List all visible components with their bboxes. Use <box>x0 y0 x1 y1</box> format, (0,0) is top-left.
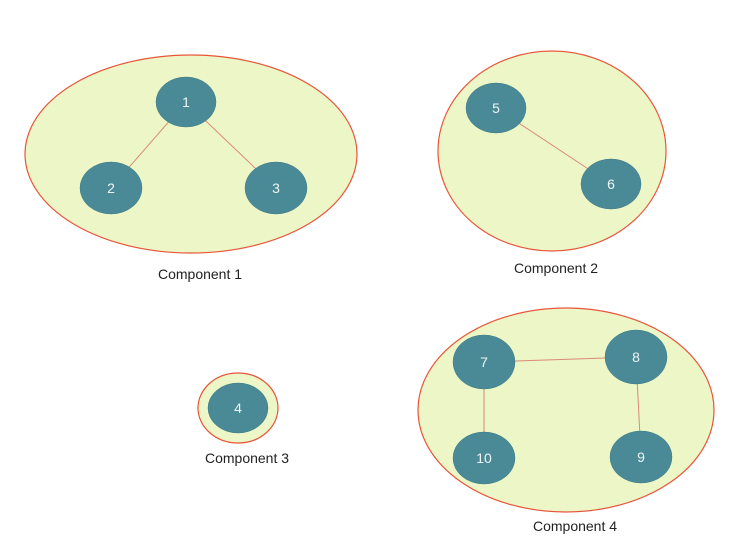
component-2-region <box>437 50 667 252</box>
component-3: 4 Component 3 <box>197 372 289 466</box>
node-1-label: 1 <box>182 94 190 110</box>
node-5-label: 5 <box>492 100 500 116</box>
node-3: 3 <box>244 161 308 215</box>
node-3-label: 3 <box>272 180 280 196</box>
node-7: 7 <box>452 334 516 390</box>
node-9-label: 9 <box>637 449 645 465</box>
node-10-label: 10 <box>476 450 492 466</box>
node-6: 6 <box>580 158 642 210</box>
node-6-label: 6 <box>607 176 615 192</box>
node-2: 2 <box>79 161 143 215</box>
node-4: 4 <box>207 382 269 434</box>
component-1-label: Component 1 <box>158 266 242 282</box>
node-1: 1 <box>155 76 217 128</box>
node-7-label: 7 <box>480 354 488 370</box>
node-4-label: 4 <box>234 400 242 416</box>
component-4-label: Component 4 <box>533 518 617 534</box>
node-9: 9 <box>609 430 673 484</box>
component-2-label: Component 2 <box>514 260 598 276</box>
node-8: 8 <box>604 329 668 385</box>
node-2-label: 2 <box>107 180 115 196</box>
component-3-label: Component 3 <box>205 450 289 466</box>
node-5: 5 <box>465 82 527 134</box>
component-1: 1 2 3 Component 1 <box>24 54 358 282</box>
component-2: 5 6 Component 2 <box>437 50 667 276</box>
node-10: 10 <box>452 431 516 485</box>
component-4-region <box>417 307 715 513</box>
node-8-label: 8 <box>632 349 640 365</box>
component-4: 7 8 10 9 Component 4 <box>417 307 715 534</box>
